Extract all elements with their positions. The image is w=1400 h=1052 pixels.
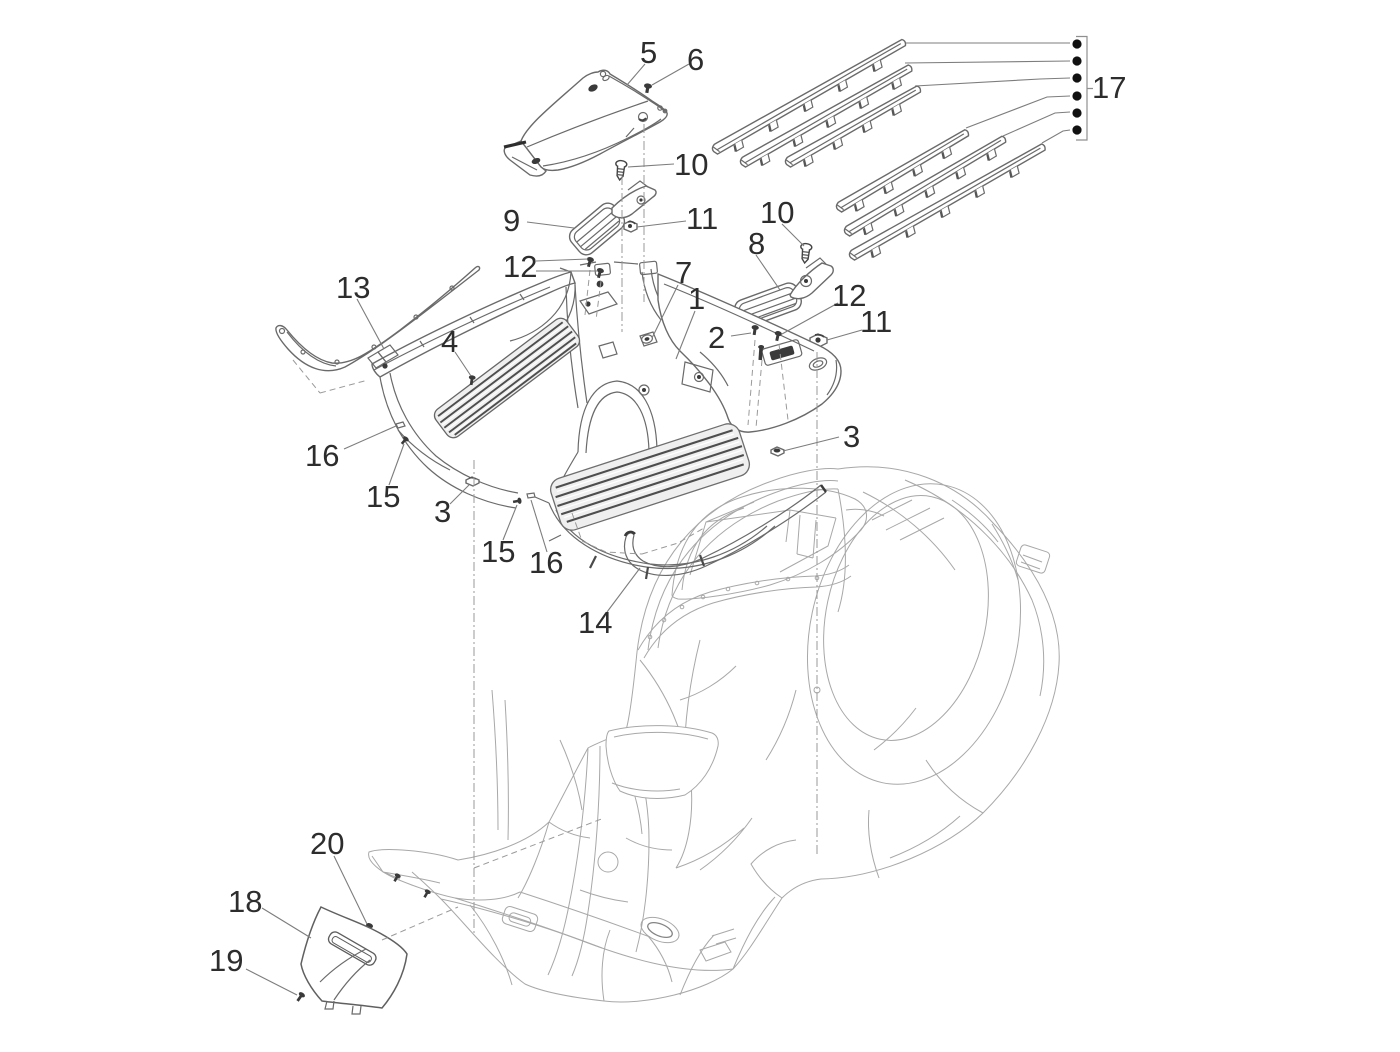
svg-text:15: 15 (481, 534, 515, 569)
svg-text:3: 3 (843, 419, 860, 454)
svg-text:4: 4 (441, 324, 458, 359)
svg-text:12: 12 (832, 278, 866, 313)
svg-text:8: 8 (748, 226, 765, 261)
svg-text:16: 16 (305, 438, 339, 473)
svg-text:7: 7 (675, 255, 692, 290)
svg-text:15: 15 (366, 479, 400, 514)
svg-text:19: 19 (209, 943, 243, 978)
svg-text:18: 18 (228, 884, 262, 919)
svg-text:5: 5 (640, 35, 657, 70)
svg-text:10: 10 (760, 195, 794, 230)
svg-text:3: 3 (434, 494, 451, 529)
svg-text:12: 12 (503, 249, 537, 284)
svg-text:1: 1 (688, 281, 705, 316)
svg-text:6: 6 (687, 42, 704, 77)
svg-text:17: 17 (1092, 70, 1126, 105)
svg-text:2: 2 (708, 320, 725, 355)
svg-text:16: 16 (529, 545, 563, 580)
svg-text:9: 9 (503, 203, 520, 238)
svg-text:13: 13 (336, 270, 370, 305)
svg-text:11: 11 (686, 201, 718, 236)
svg-text:20: 20 (310, 826, 344, 861)
svg-text:14: 14 (578, 605, 612, 640)
svg-text:10: 10 (674, 147, 708, 182)
svg-text:11: 11 (860, 304, 892, 339)
